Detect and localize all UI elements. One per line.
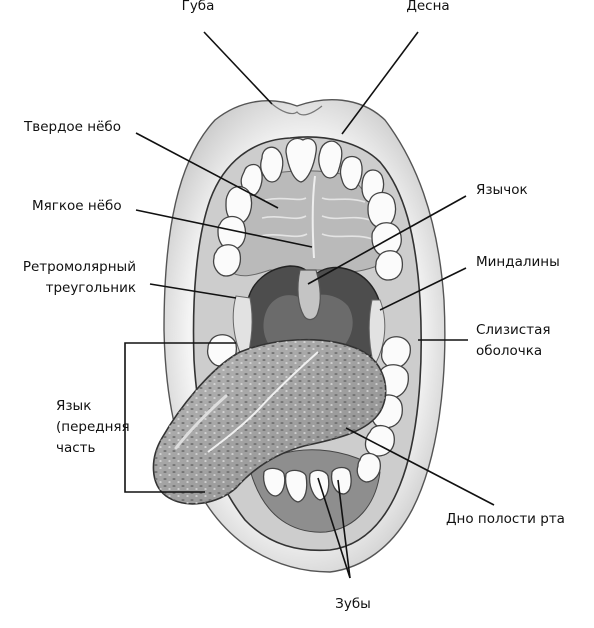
leader-teeth-2	[337, 479, 351, 579]
label-gum: Десна	[406, 0, 450, 14]
tongue-highlight	[174, 394, 228, 450]
label-lip: Губа	[181, 0, 215, 14]
leader-soft-palate	[135, 209, 313, 248]
label-teeth: Зубы	[335, 596, 371, 612]
label-tongue-line3: часть	[56, 440, 96, 456]
label-tongue-anterior: Язык (передняя часть	[56, 396, 130, 459]
label-mucosa-line1: Слизистая	[476, 322, 551, 338]
label-retromolar-triangle: Ретромолярный треугольник	[4, 257, 136, 299]
leader-tongue-bracket	[124, 342, 236, 493]
leader-uvula	[307, 195, 467, 285]
leader-teeth-1	[317, 477, 351, 579]
leader-hard-palate	[135, 132, 279, 209]
lip-groove	[271, 103, 323, 116]
label-hard-palate: Твердое нёбо	[24, 119, 121, 135]
leader-lines	[124, 31, 495, 579]
palate-ridges	[259, 197, 376, 241]
leader-lip	[203, 31, 273, 105]
label-soft-palate: Мягкое нёбо	[32, 198, 122, 214]
leader-gum	[341, 31, 419, 135]
label-mucosa-line2: оболочка	[476, 343, 543, 359]
upper-teeth	[212, 137, 404, 281]
leader-retromolar	[149, 283, 237, 299]
tongue-median-groove	[207, 351, 319, 453]
label-retromolar-line1: Ретромолярный	[22, 259, 136, 275]
label-tongue-line2: (передняя	[56, 419, 130, 435]
tongue-texture	[153, 339, 386, 504]
leader-tonsils	[379, 267, 467, 311]
label-uvula: Язычок	[476, 182, 528, 198]
leader-floor	[345, 427, 495, 506]
label-tonsils: Миндалины	[476, 254, 560, 270]
palate-raphe	[311, 175, 316, 259]
label-mucosa: Слизистая оболочка	[476, 320, 550, 362]
label-retromolar-line2: треугольник	[45, 280, 136, 296]
uvula	[297, 269, 321, 321]
label-tongue-line1: Язык	[56, 398, 92, 414]
label-mouth-floor: Дно полости рта	[446, 511, 565, 527]
